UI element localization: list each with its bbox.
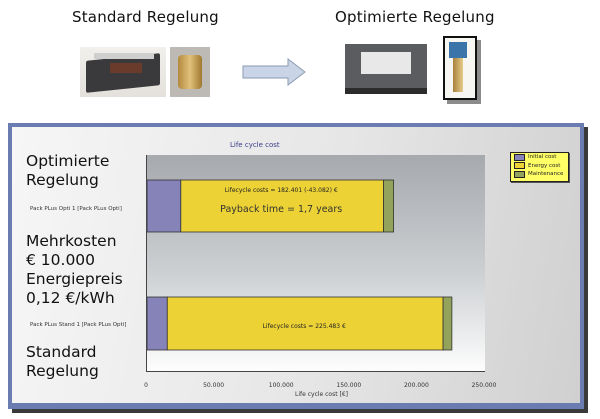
bars-svg bbox=[147, 179, 453, 351]
legend-label: Initial cost bbox=[528, 154, 557, 161]
optimized-control-heading: Optimierte Regelung bbox=[335, 8, 495, 26]
legend-item: Initial cost bbox=[511, 153, 568, 162]
x-tick-label: 200.000 bbox=[403, 382, 429, 389]
x-tick-label: 0 bbox=[144, 382, 148, 389]
side-line: Regelung bbox=[26, 171, 99, 189]
bar-maintenance-0 bbox=[383, 179, 395, 233]
optimized-side-label: Optimierte Regelung bbox=[26, 152, 109, 190]
x-axis-label: Life cycle cost [€] bbox=[295, 391, 348, 398]
side-line: Optimierte bbox=[26, 152, 110, 170]
x-tick-label: 50.000 bbox=[203, 382, 225, 389]
bar-maintenance-1 bbox=[442, 296, 453, 351]
x-tick-label: 150.000 bbox=[336, 382, 362, 389]
legend-swatch-initial bbox=[514, 153, 525, 161]
optimized-valve-image bbox=[443, 36, 477, 100]
extra-cost-value: € 10.000 bbox=[26, 251, 96, 269]
legend-label: Energy cost bbox=[528, 162, 561, 169]
energy-price-label: Energiepreis bbox=[26, 270, 123, 288]
legend-swatch-maintenance bbox=[514, 170, 525, 178]
plot-area bbox=[146, 155, 485, 372]
category-label: Pack PLus Opti 1 [Pack PLus Opti] bbox=[30, 206, 122, 212]
bar-energy-1 bbox=[166, 296, 444, 351]
legend-item: Maintenance bbox=[511, 170, 568, 179]
payback-annotation: Payback time = 1,7 years bbox=[220, 204, 343, 215]
category-label: Pack PLus Stand 1 [Pack PLus Opti] bbox=[30, 322, 127, 328]
x-tick-label: 100.000 bbox=[268, 382, 294, 389]
standard-controller-image bbox=[80, 47, 166, 97]
side-line: Standard bbox=[26, 343, 97, 361]
x-tick-label: 250.000 bbox=[471, 382, 497, 389]
extra-cost-label: Mehrkosten bbox=[26, 232, 117, 250]
optimized-controller-image bbox=[343, 38, 429, 94]
standard-side-label: Standard Regelung bbox=[26, 343, 99, 381]
bar-initial-0 bbox=[147, 179, 182, 233]
extra-cost-info: Mehrkosten € 10.000 Energiepreis 0,12 €/… bbox=[26, 232, 123, 308]
legend-label: Maintenance bbox=[528, 171, 564, 178]
lifecycle-cost-annotation: Lifecycle costs = 225.483 € bbox=[262, 323, 346, 330]
arrow-right-icon bbox=[242, 58, 306, 86]
legend-item: Energy cost bbox=[511, 162, 568, 171]
standard-control-heading: Standard Regelung bbox=[72, 8, 219, 26]
lifecycle-cost-annotation: Lifecycle costs = 182.401 (-43.082) € bbox=[224, 187, 338, 194]
chart-title: Life cycle cost bbox=[230, 141, 280, 149]
legend: Initial cost Energy cost Maintenance bbox=[510, 152, 569, 182]
bar-energy-0 bbox=[180, 179, 385, 233]
standard-valve-image bbox=[170, 47, 210, 97]
side-line: Regelung bbox=[26, 362, 99, 380]
energy-price-value: 0,12 €/kWh bbox=[26, 289, 115, 307]
legend-swatch-energy bbox=[514, 162, 525, 170]
bar-initial-1 bbox=[147, 296, 168, 351]
